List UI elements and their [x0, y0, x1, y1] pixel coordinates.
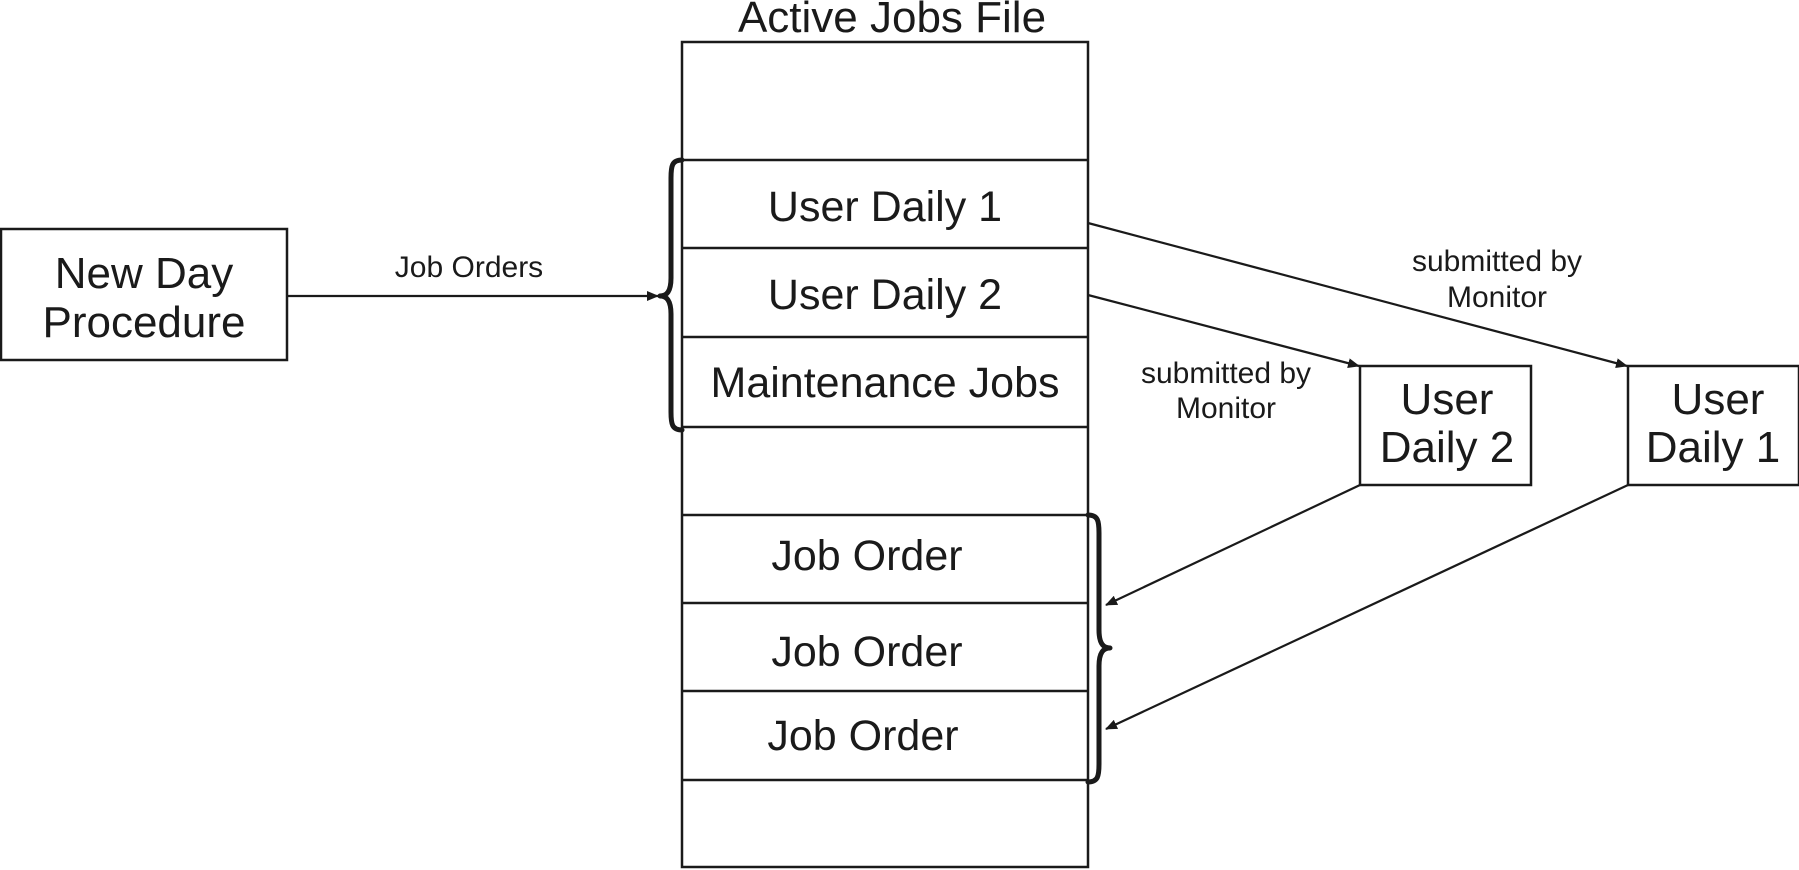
file-row-user-daily-2: User Daily 2 — [768, 271, 1002, 319]
right-brace — [1085, 512, 1113, 785]
monitor-label-2-line1: submitted by — [1141, 357, 1311, 390]
left-brace — [657, 157, 685, 433]
file-row-maintenance-jobs: Maintenance Jobs — [711, 359, 1060, 407]
user-daily-2-return-arrow — [1105, 484, 1361, 606]
user-daily-2-submit-arrow — [1087, 293, 1360, 369]
active-jobs-file: User Daily 1 User Daily 2 Maintenance Jo… — [680, 40, 1090, 869]
job-orders-label: Job Orders — [395, 251, 543, 284]
user-daily-2-line2: Daily 2 — [1380, 423, 1515, 472]
file-row-job-order: Job Order — [771, 532, 962, 580]
new-day-procedure-box: New Day Procedure — [0, 227, 289, 362]
file-row-user-daily-1: User Daily 1 — [768, 183, 1002, 231]
file-row-job-order: Job Order — [771, 628, 962, 676]
user-daily-2-box: User Daily 2 — [1358, 364, 1533, 487]
monitor-label-1-line1: submitted by — [1412, 245, 1582, 278]
monitor-label-1-line2: Monitor — [1447, 281, 1547, 314]
user-daily-1-submit-arrow — [1087, 221, 1628, 369]
user-daily-1-line2: Daily 1 — [1646, 423, 1781, 472]
user-daily-1-line1: User — [1672, 375, 1765, 424]
active-jobs-file-frame — [680, 40, 1090, 869]
active-jobs-title: Active Jobs File — [738, 0, 1046, 42]
file-row-job-order: Job Order — [767, 712, 958, 760]
new-day-label-line2: Procedure — [42, 298, 245, 347]
user-daily-1-box: User Daily 1 — [1626, 364, 1799, 487]
monitor-label-2-line2: Monitor — [1176, 392, 1276, 425]
user-daily-2-line1: User — [1401, 375, 1494, 424]
new-day-label-line1: New Day — [55, 249, 234, 298]
user-daily-1-return-arrow — [1105, 484, 1629, 730]
